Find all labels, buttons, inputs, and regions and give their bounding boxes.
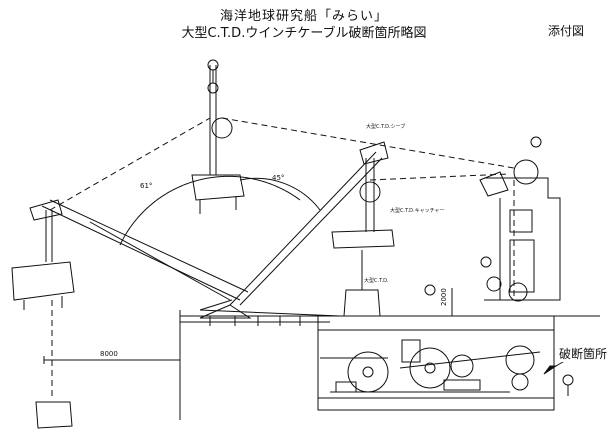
left-gallows-post	[45, 210, 53, 262]
angle-label-right: 45°	[272, 174, 284, 182]
machinery-room	[317, 315, 555, 411]
ctd-sheave-label: 大型C.T.D.シーブ	[366, 123, 405, 130]
ctd-catcher-label: 大型C.T.D.キャッチャー	[390, 207, 445, 214]
center-sheave	[211, 117, 233, 139]
ctd-package-lowered	[35, 401, 73, 429]
diagram-title: 海洋地球研究船「みらい」	[219, 9, 388, 24]
ctd-label: 大型C.T.D.	[364, 277, 389, 284]
control-box	[401, 339, 421, 363]
dim-label-horizontal: 8000	[100, 350, 118, 358]
cable-path	[49, 117, 515, 400]
boom-left	[41, 199, 249, 301]
winch-tower	[484, 177, 561, 301]
winch-drum-4	[505, 345, 535, 375]
ctd-frame-left	[11, 261, 75, 301]
break-location-label: 破断箇所	[558, 345, 608, 362]
tower-sheave	[513, 159, 539, 185]
attachment-label: 添付図	[548, 24, 585, 38]
right-sheave	[359, 181, 381, 203]
left-gallows-head	[29, 199, 63, 221]
ctd-frame-top	[191, 174, 245, 201]
boom-right	[229, 151, 383, 306]
winch-drum-2	[409, 347, 451, 389]
ctd-catcher	[331, 229, 395, 249]
break-arrow	[543, 365, 558, 375]
ctd-package-deck	[343, 289, 381, 317]
diagram-subtitle: 大型C.T.D.ウインチケーブル破断箇所略図	[181, 26, 427, 41]
right-gallows-head	[359, 141, 389, 165]
angle-label-left: 61°	[140, 182, 152, 190]
winch-drum-3	[450, 354, 474, 378]
dim-label-vertical: 2000	[440, 288, 448, 306]
deck-ticks	[209, 316, 301, 326]
